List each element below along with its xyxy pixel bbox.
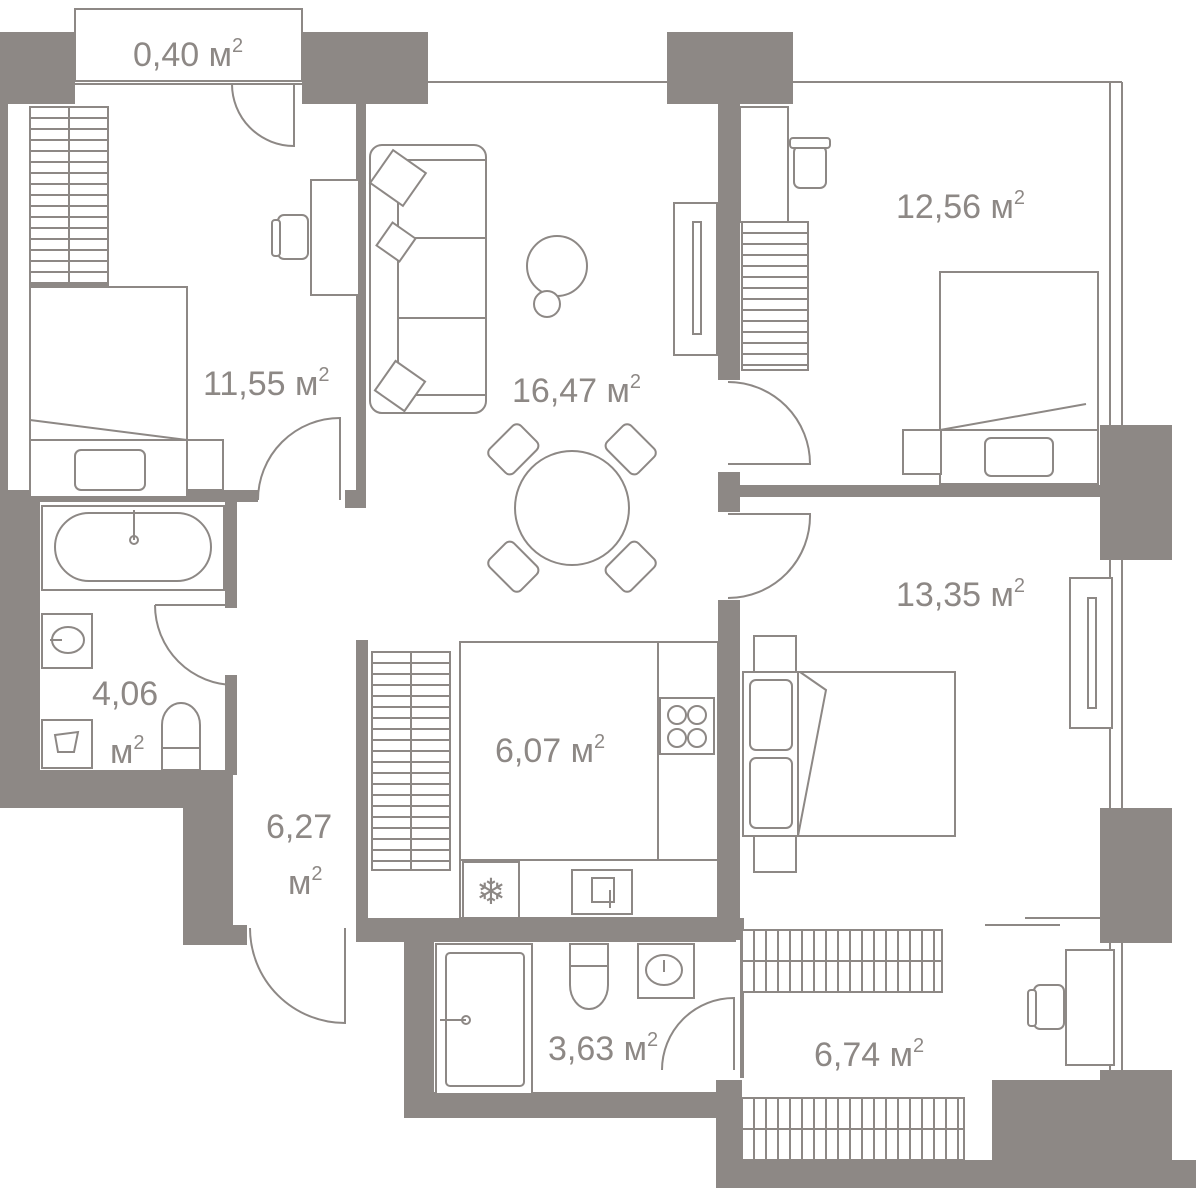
chair-icon: [487, 423, 540, 476]
sink-icon: [41, 613, 93, 669]
wardrobe-icon: [29, 106, 109, 286]
bed-icon: [742, 635, 956, 873]
sink-icon: [637, 943, 695, 999]
area-label-balcony: 0,40 м2: [133, 35, 243, 74]
chair-icon: [604, 423, 657, 476]
toilet-icon: [569, 943, 609, 1010]
area-label-bath-w: 4,06 м2: [92, 675, 168, 771]
chair-icon: [604, 540, 657, 593]
bed-icon: [29, 286, 224, 498]
toilet-icon: [161, 702, 201, 771]
area-label-bedroom-nw: 11,55 м2: [203, 364, 330, 403]
chair-icon: [789, 137, 831, 189]
chair-icon: [1027, 984, 1065, 1030]
wardrobe-icon: [371, 651, 451, 871]
area-label-living: 16,47 м2: [512, 371, 641, 410]
svg-text:❄: ❄: [476, 872, 506, 913]
desk: [1065, 949, 1115, 1066]
bathtub-icon: [41, 505, 225, 591]
dining-table: [487, 423, 657, 593]
wardrobe-icon: [741, 929, 943, 993]
doors: [154, 83, 1100, 1071]
wardrobe-icon: [741, 221, 809, 371]
area-label-bedroom-e: 13,35 м2: [896, 575, 1025, 614]
chair-icon: [271, 214, 309, 260]
tv-icon: [673, 202, 718, 356]
area-label-bedroom-ne: 12,56 м2: [896, 187, 1025, 226]
bed-icon: [902, 271, 1099, 485]
desk: [739, 106, 789, 223]
area-label-hall: 6,27 м2: [266, 808, 342, 902]
chair-icon: [487, 540, 540, 593]
area-label-dressing: 6,74 м2: [814, 1035, 924, 1074]
tv-icon: [1069, 577, 1113, 729]
sofa-icon: [368, 144, 487, 414]
round-table-icon: [526, 235, 588, 318]
room-labels: 0,40 м2 11,55 м2 16,47 м2 12,56 м2 13,35…: [92, 35, 1025, 1074]
snowflake-icon: ❄: [462, 861, 520, 919]
area-label-kitchen: 6,07 м2: [495, 731, 605, 770]
desk: [310, 179, 360, 296]
stove-icon: [659, 697, 715, 755]
area-label-bath-s: 3,63 м2: [548, 1029, 658, 1068]
wardrobe-icon: [741, 1097, 965, 1161]
sink-icon: [571, 869, 633, 915]
walls: [0, 8, 1196, 1188]
shower-icon: [435, 943, 533, 1095]
washer: [41, 719, 93, 769]
